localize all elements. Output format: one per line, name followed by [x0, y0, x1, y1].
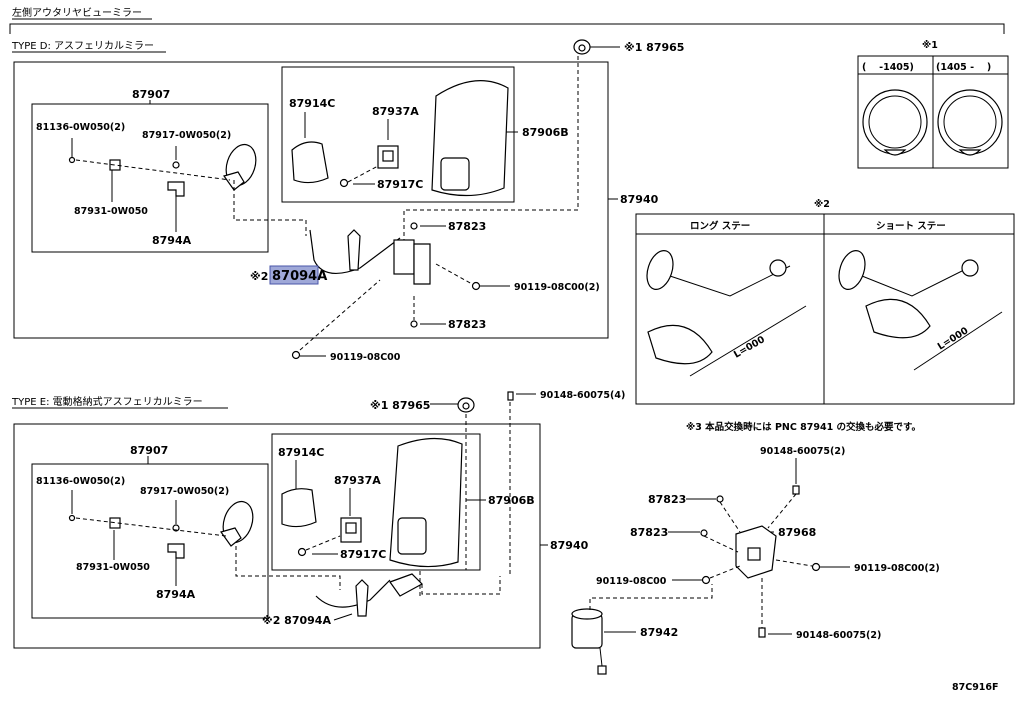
- label-87823-e-1[interactable]: 87823: [648, 493, 686, 506]
- label-90148-e-2b[interactable]: 90148-60075(2): [796, 630, 881, 641]
- label-90119-e-2[interactable]: 90119-08C00(2): [854, 563, 940, 574]
- label-90119-d-2[interactable]: 90119-08C00(2): [514, 282, 600, 293]
- type-d-heading: TYPE D: アスフェリカルミラー: [11, 40, 154, 52]
- label-87965-e[interactable]: ※1 87965: [370, 399, 430, 412]
- label-87917C-e[interactable]: 87917C: [340, 548, 386, 561]
- label-87906B-e[interactable]: 87906B: [488, 494, 535, 507]
- label-87937A[interactable]: 87937A: [372, 105, 419, 118]
- type-e-heading: TYPE E: 電動格納式アスフェリカルミラー: [11, 395, 203, 408]
- label-87914C-e[interactable]: 87914C: [278, 446, 324, 459]
- label-87094A-d[interactable]: 87094A: [272, 269, 327, 284]
- label-81136-e[interactable]: 81136-0W050(2): [36, 476, 125, 487]
- label-8794A-e[interactable]: 8794A: [156, 588, 196, 601]
- note2-box: [635, 213, 1015, 405]
- bracket-8794A: [167, 181, 185, 232]
- motor-cover-87907: [223, 143, 257, 191]
- label-87965-d[interactable]: ※1 87965: [624, 41, 684, 54]
- long-stay-drawing: [646, 250, 807, 377]
- type-d-assembly-box: [13, 61, 609, 339]
- motor-cover-87907-e: [220, 500, 254, 547]
- figure-id: 87C916F: [952, 682, 999, 693]
- label-87931[interactable]: 87931-0W050: [74, 206, 148, 217]
- clip-87917: [172, 146, 180, 169]
- screw-87917C-e: [297, 535, 341, 557]
- cover-variant-2: [937, 89, 1003, 156]
- mirror-87906B-e: [389, 437, 463, 568]
- motor-87942: [571, 608, 607, 675]
- label-87914C[interactable]: 87914C: [289, 97, 335, 110]
- label-87907[interactable]: 87907: [132, 88, 170, 101]
- label-87937A-e[interactable]: 87937A: [334, 474, 381, 487]
- holder-87937A-e: [340, 517, 362, 543]
- bracket-87968: [735, 525, 777, 579]
- note2-mark: ※2: [814, 199, 830, 210]
- highlight-87094A: [269, 265, 319, 285]
- diagram-title: 左側アウタリヤビューミラー: [12, 6, 142, 19]
- note1-col1: ( -1405): [862, 62, 914, 73]
- stay-87094A-d: [309, 229, 431, 285]
- label-90119-d-1[interactable]: 90119-08C00: [330, 352, 401, 363]
- clip-87931-e: [109, 517, 121, 560]
- cover-87914C: [291, 141, 329, 184]
- type-d-87906b-box: [281, 66, 515, 203]
- label-87917C[interactable]: 87917C: [377, 178, 423, 191]
- cover-variant-1: [862, 89, 928, 156]
- screw-81136: [68, 138, 76, 164]
- mark-87094A-d: ※2: [250, 270, 268, 283]
- dim-long: L=000: [732, 334, 767, 361]
- cover-87965-e: [430, 397, 475, 413]
- label-87968[interactable]: 87968: [778, 526, 816, 539]
- label-87917-e[interactable]: 87917-0W050(2): [140, 486, 229, 497]
- label-87823-e-2[interactable]: 87823: [630, 526, 668, 539]
- label-87823-d-top[interactable]: 87823: [448, 220, 486, 233]
- note1-mark: ※1: [922, 40, 938, 51]
- label-87907-e[interactable]: 87907: [130, 444, 168, 457]
- label-8794A[interactable]: 8794A: [152, 234, 192, 247]
- label-87931-e[interactable]: 87931-0W050: [76, 562, 150, 573]
- stay-87094A-e: [315, 573, 423, 617]
- label-87906B[interactable]: 87906B: [522, 126, 569, 139]
- label-87940-d[interactable]: 87940: [620, 193, 659, 206]
- dim-short: L=000: [936, 325, 971, 352]
- note1-col2: (1405 - ): [936, 62, 991, 73]
- label-90119-e-1[interactable]: 90119-08C00: [596, 576, 667, 587]
- clip-87917-e: [172, 500, 180, 532]
- note2-short-stay: ショート ステー: [876, 221, 946, 232]
- holder-87937A: [377, 145, 399, 169]
- cover-87914C-e: [281, 488, 317, 528]
- type-e-87907-box: [31, 463, 269, 619]
- short-stay-drawing: [838, 250, 1003, 371]
- label-87942[interactable]: 87942: [640, 626, 678, 639]
- bracket-8794A-e: [167, 543, 185, 586]
- mirror-87906B: [431, 80, 509, 197]
- label-87094A-e[interactable]: ※2 87094A: [262, 614, 331, 627]
- clip-87931: [109, 159, 121, 202]
- type-e-assembly-box: [13, 423, 541, 649]
- label-90148-e-2a[interactable]: 90148-60075(2): [760, 446, 845, 457]
- type-e-87906b-box: [271, 433, 481, 571]
- label-87940-e[interactable]: 87940: [550, 539, 589, 552]
- note3: ※3 本品交換時には PNC 87941 の交換も必要です。: [686, 421, 921, 433]
- label-87917[interactable]: 87917-0W050(2): [142, 130, 231, 141]
- screw-90148-e: [507, 391, 536, 401]
- label-87823-d-bottom[interactable]: 87823: [448, 318, 486, 331]
- screw-87917C: [339, 165, 379, 188]
- label-90148-e-4[interactable]: 90148-60075(4): [540, 390, 625, 401]
- label-81136[interactable]: 81136-0W050(2): [36, 122, 125, 133]
- note2-long-stay: ロング ステー: [690, 220, 750, 232]
- screw-81136-e: [68, 490, 76, 522]
- cover-87965-d: [573, 39, 620, 55]
